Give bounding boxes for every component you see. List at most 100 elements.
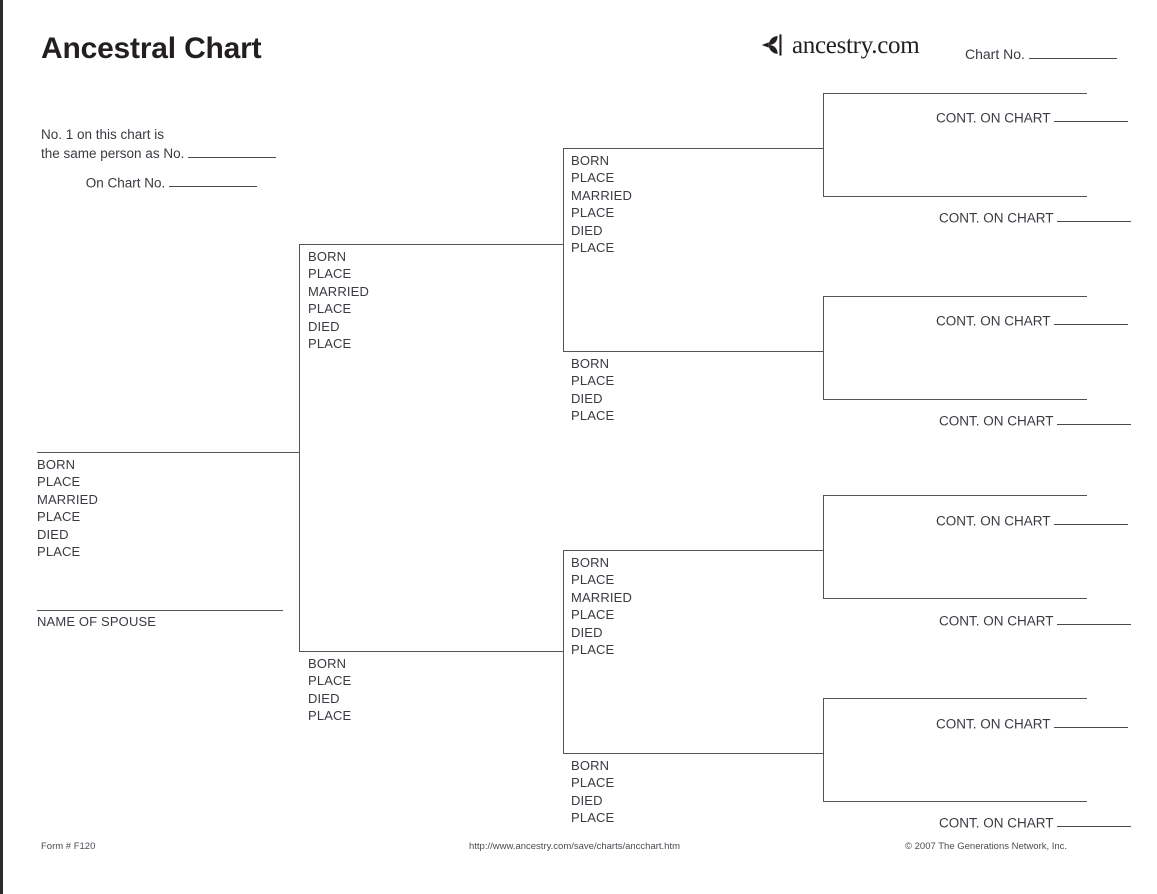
page-title: Ancestral Chart [41,32,262,65]
gen4-person2-name-line[interactable] [823,196,1087,197]
gen4-person1-cont-label: CONT. ON CHART [935,110,1051,126]
gen4-person2-cont-blank[interactable] [1057,209,1131,223]
gen4-person4-cont[interactable]: CONT. ON CHART [703,412,1131,428]
on-chart-no-field[interactable]: On Chart No. [41,174,257,190]
chart-no-field[interactable]: Chart No. [965,45,1117,62]
gen3-pgf-field-died: DIED [571,222,603,238]
person1-field-place1: PLACE [37,474,81,490]
gen2-father-fields: BORN PLACE MARRIED PLACE DIED PLACE [308,248,369,352]
gen4-person5-cont[interactable]: CONT. ON CHART [703,512,1128,528]
gen3-pgf-field-place2: PLACE [571,205,615,221]
person1-field-born: BORN [37,457,76,472]
gen3-maternal-grandfather-name-line[interactable] [563,550,823,551]
gen2-father-name-line[interactable] [299,244,563,245]
person1-name-line[interactable] [37,452,299,453]
gen4-person3-cont[interactable]: CONT. ON CHART [703,312,1128,328]
gen4-person8-cont-blank[interactable] [1057,814,1131,828]
gen3-mgf-field-place1: PLACE [571,572,615,588]
gen4-person1-name-line[interactable] [823,93,1087,94]
gen3-mgf-field-died: DIED [571,624,603,640]
gen4-person2-cont-label: CONT. ON CHART [938,210,1054,226]
gen3-mgf-field-place3: PLACE [571,642,615,658]
ancestry-logo-text: ancestry.com [792,31,920,59]
chart-no-blank[interactable] [1028,45,1117,59]
gen3-mgf-field-place2: PLACE [571,607,615,623]
footer-form-number: Form # F120 [41,841,96,852]
gen4-person5-name-line[interactable] [823,495,1087,496]
gen4-person8-cont[interactable]: CONT. ON CHART [703,814,1131,830]
gen3-mgm-field-place1: PLACE [571,775,615,791]
same-person-note-line1: No. 1 on this chart is [41,127,165,142]
gen3-pgf-field-married: MARRIED [571,187,632,203]
gen4-bracket3-spine [823,495,824,599]
gen3-pgm-field-died: DIED [571,390,603,406]
ancestry-logo: ancestry.com [760,30,920,60]
gen2-mother-field-born: BORN [308,656,347,671]
gen4-person8-name-line[interactable] [823,801,1087,802]
gen4-bracket4-spine [823,698,824,802]
footer-url[interactable]: http://www.ancestry.com/save/charts/ancc… [469,841,681,852]
same-person-no-blank[interactable] [188,145,277,159]
gen4-person4-name-line[interactable] [823,399,1087,400]
gen2-father-field-place3: PLACE [308,336,352,352]
gen4-person2-cont[interactable]: CONT. ON CHART [703,209,1131,225]
ancestry-leaf-logo-icon [761,34,782,56]
gen2-father-field-born: BORN [308,249,347,264]
gen3-maternal-grandmother-fields: BORN PLACE DIED PLACE [571,757,614,827]
gen4-person4-cont-blank[interactable] [1057,412,1131,426]
gen4-person7-name-line[interactable] [823,698,1087,699]
gen3-pgf-field-place3: PLACE [571,240,615,256]
gen3-pgf-field-place1: PLACE [571,170,615,186]
on-chart-no-blank[interactable] [169,174,257,188]
person1-field-place2: PLACE [37,509,81,525]
gen4-person1-cont-blank[interactable] [1054,109,1128,123]
gen4-person6-cont-blank[interactable] [1057,612,1131,626]
gen3-maternal-grandfather-fields: BORN PLACE MARRIED PLACE DIED PLACE [571,554,632,658]
gen2-mother-field-died: DIED [308,690,340,706]
gen4-person8-cont-label: CONT. ON CHART [938,815,1054,831]
gen2-father-field-place2: PLACE [308,301,352,317]
gen3-paternal-grandmother-fields: BORN PLACE DIED PLACE [571,355,614,425]
gen4-person5-cont-label: CONT. ON CHART [935,513,1051,529]
gen4-person5-cont-blank[interactable] [1054,512,1128,526]
gen2-bracket-spine [299,244,300,652]
gen4-person3-cont-label: CONT. ON CHART [935,313,1051,329]
gen3-maternal-bracket-spine [563,550,564,754]
same-person-note-line2-label: the same person as No. [41,146,185,162]
chart-no-label: Chart No. [965,45,1025,62]
gen2-father-field-married: MARRIED [308,283,369,299]
gen4-person7-cont-blank[interactable] [1054,715,1128,729]
footer-copyright: © 2007 The Generations Network, Inc. [905,841,1068,852]
gen4-person7-cont[interactable]: CONT. ON CHART [703,715,1128,731]
gen4-person3-name-line[interactable] [823,296,1087,297]
same-person-note-line2[interactable]: the same person as No. [41,144,277,163]
gen2-mother-name-line[interactable] [299,651,563,652]
spouse-label: NAME OF SPOUSE [37,614,157,629]
gen4-person6-cont[interactable]: CONT. ON CHART [703,612,1131,628]
gen3-mgf-field-married: MARRIED [571,589,632,605]
person1-field-married: MARRIED [37,491,98,507]
gen2-mother-fields: BORN PLACE DIED PLACE [308,655,351,725]
gen3-mgm-field-born: BORN [571,758,610,773]
gen3-pgf-field-born: BORN [571,153,610,168]
gen3-paternal-grandfather-name-line[interactable] [563,148,823,149]
gen4-person7-cont-label: CONT. ON CHART [935,716,1051,732]
gen3-pgm-field-place2: PLACE [571,408,615,424]
gen2-father-field-place1: PLACE [308,266,352,282]
gen2-mother-field-place2: PLACE [308,708,352,724]
person1-fields: BORN PLACE MARRIED PLACE DIED PLACE [37,456,98,560]
spouse-name-line[interactable] [37,610,283,611]
gen3-pgm-field-place1: PLACE [571,373,615,389]
gen4-person1-cont[interactable]: CONT. ON CHART [703,109,1128,125]
gen4-person6-name-line[interactable] [823,598,1087,599]
gen4-person3-cont-blank[interactable] [1054,312,1128,326]
gen3-mgm-field-died: DIED [571,792,603,808]
person1-field-place3: PLACE [37,544,81,560]
gen3-maternal-grandmother-name-line[interactable] [563,753,823,754]
gen3-mgf-field-born: BORN [571,555,610,570]
gen3-paternal-grandfather-fields: BORN PLACE MARRIED PLACE DIED PLACE [571,152,632,256]
gen3-paternal-bracket-spine [563,148,564,352]
gen4-person6-cont-label: CONT. ON CHART [938,613,1054,629]
gen3-paternal-grandmother-name-line[interactable] [563,351,823,352]
